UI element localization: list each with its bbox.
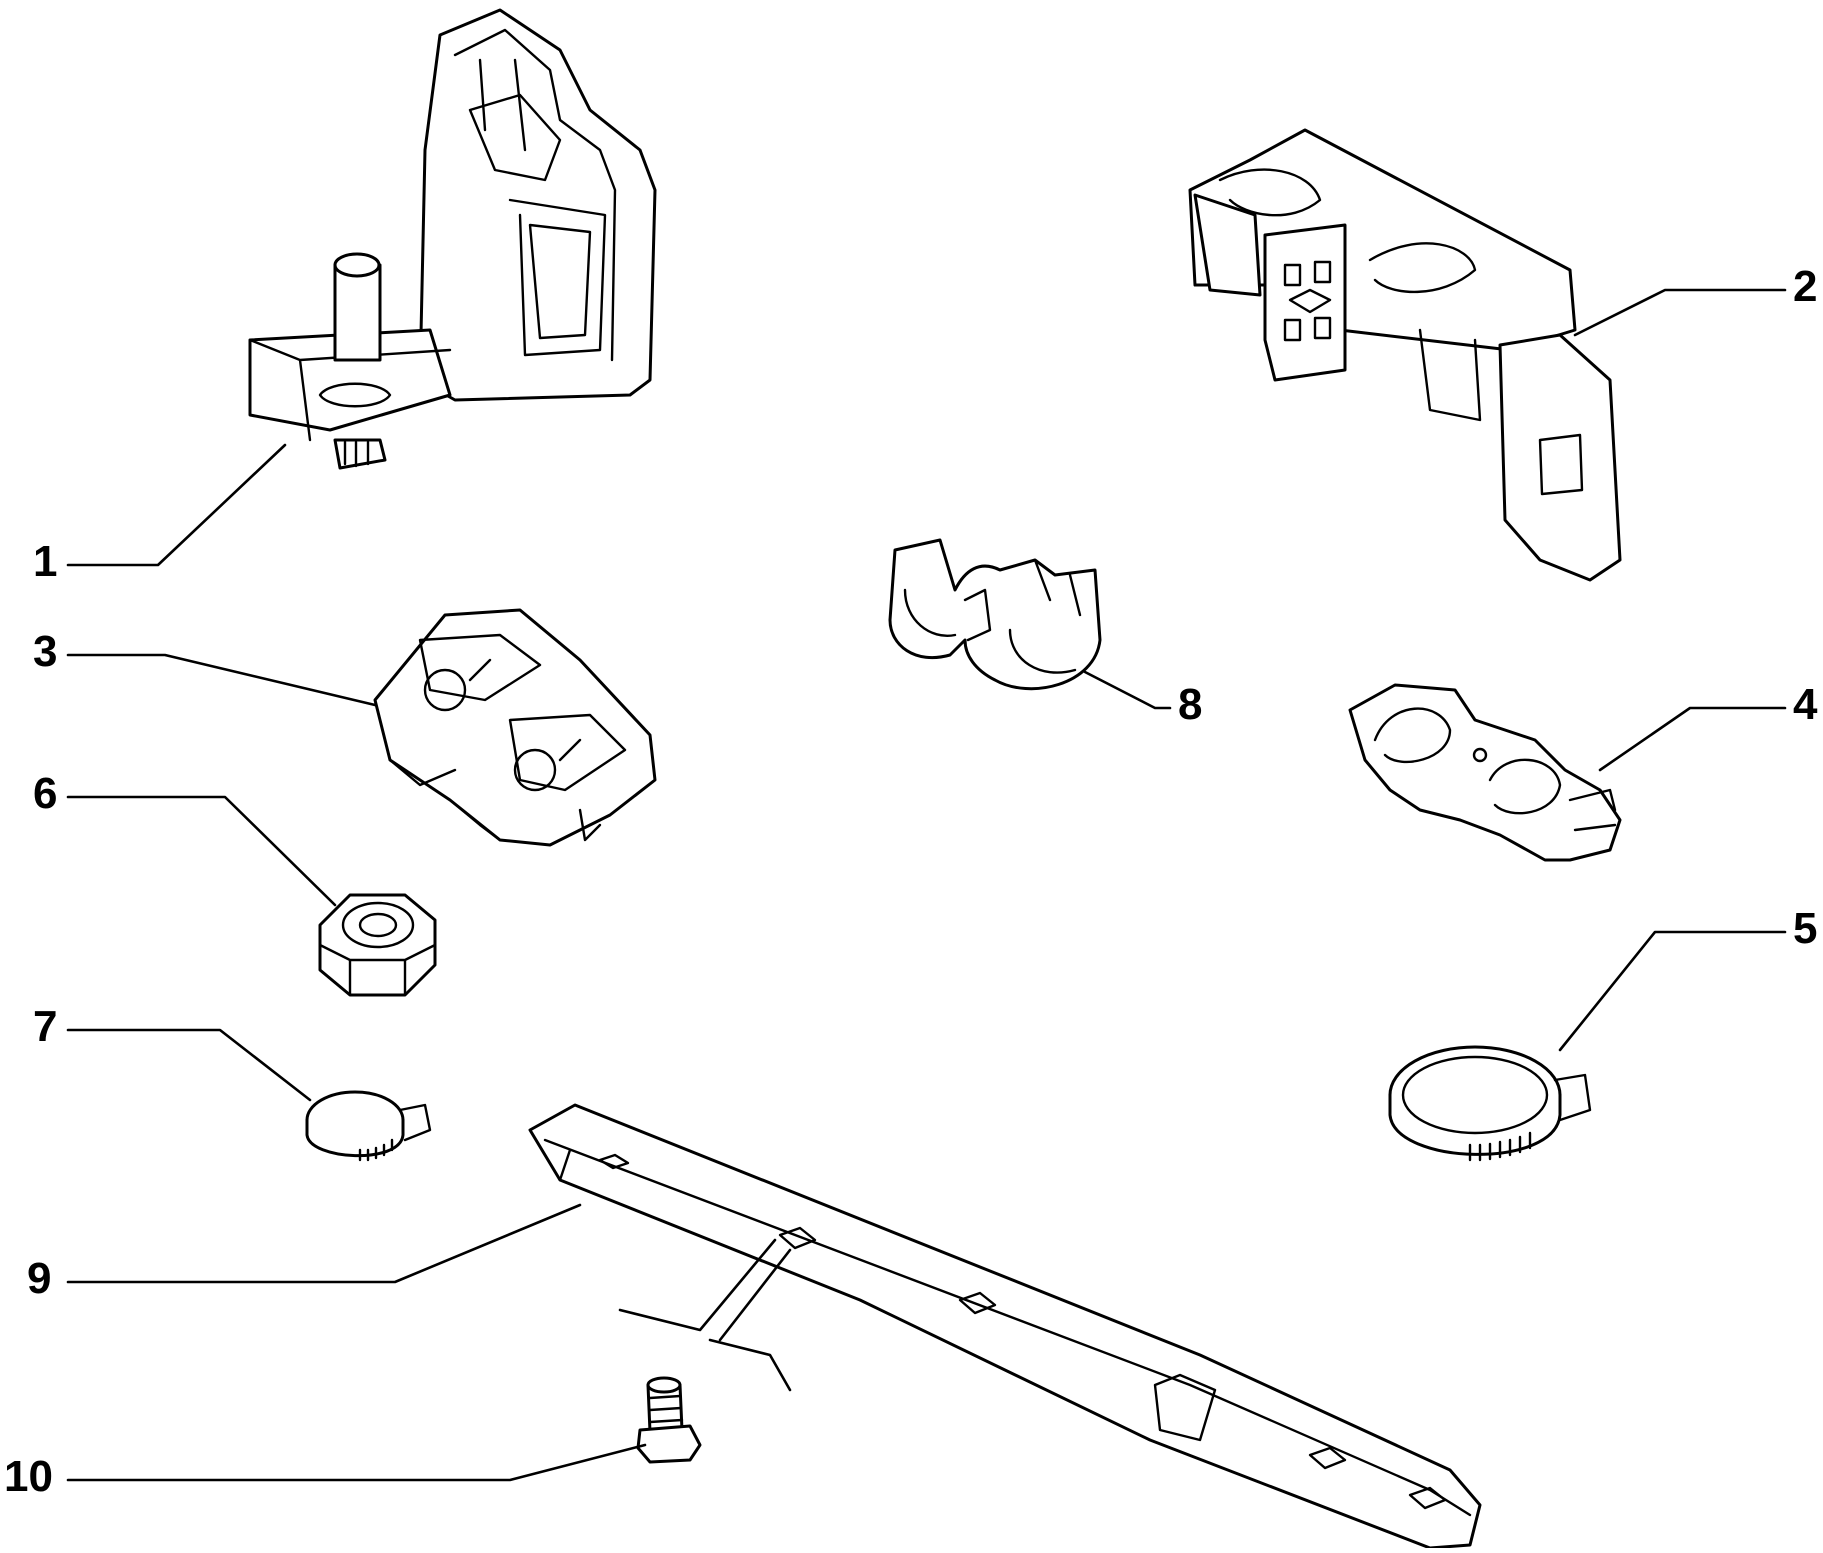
leader-4 — [1598, 706, 1787, 772]
callout-7: 7 — [33, 1002, 58, 1051]
callout-5: 5 — [1793, 904, 1818, 953]
leader-10 — [66, 1443, 647, 1482]
part-4-twin-pipe-clip — [1348, 683, 1622, 862]
callout-4: 4 — [1793, 680, 1818, 729]
part-10-bolt — [636, 1376, 702, 1464]
leader-7 — [66, 1028, 312, 1102]
leader-lines — [66, 288, 1787, 1482]
part-9-pipe-guide-rail — [528, 1103, 1482, 1550]
callout-6: 6 — [33, 769, 58, 818]
leader-1 — [66, 443, 287, 567]
part-7-small-hose-clamp — [305, 1090, 432, 1162]
leader-8 — [1083, 670, 1172, 710]
part-1-bracket-with-stud — [248, 8, 657, 470]
callout-1: 1 — [33, 537, 58, 586]
leader-9-branch — [618, 1238, 792, 1392]
callout-9: 9 — [27, 1254, 52, 1303]
callout-10: 10 — [4, 1452, 53, 1501]
part-8-double-pipe-clip — [888, 538, 1102, 691]
part-3-double-clip-block — [373, 608, 657, 847]
part-5-large-hose-clamp — [1388, 1045, 1592, 1162]
leader-5 — [1558, 930, 1787, 1052]
leader-3 — [66, 653, 377, 707]
part-6-nut — [318, 893, 437, 997]
part-2-double-pipe-bracket — [1188, 128, 1622, 582]
callout-2: 2 — [1793, 262, 1818, 311]
callout-3: 3 — [33, 627, 58, 676]
leader-9 — [66, 1203, 582, 1284]
leader-6 — [66, 795, 337, 907]
leader-2 — [1573, 288, 1787, 337]
callout-8: 8 — [1178, 680, 1203, 729]
